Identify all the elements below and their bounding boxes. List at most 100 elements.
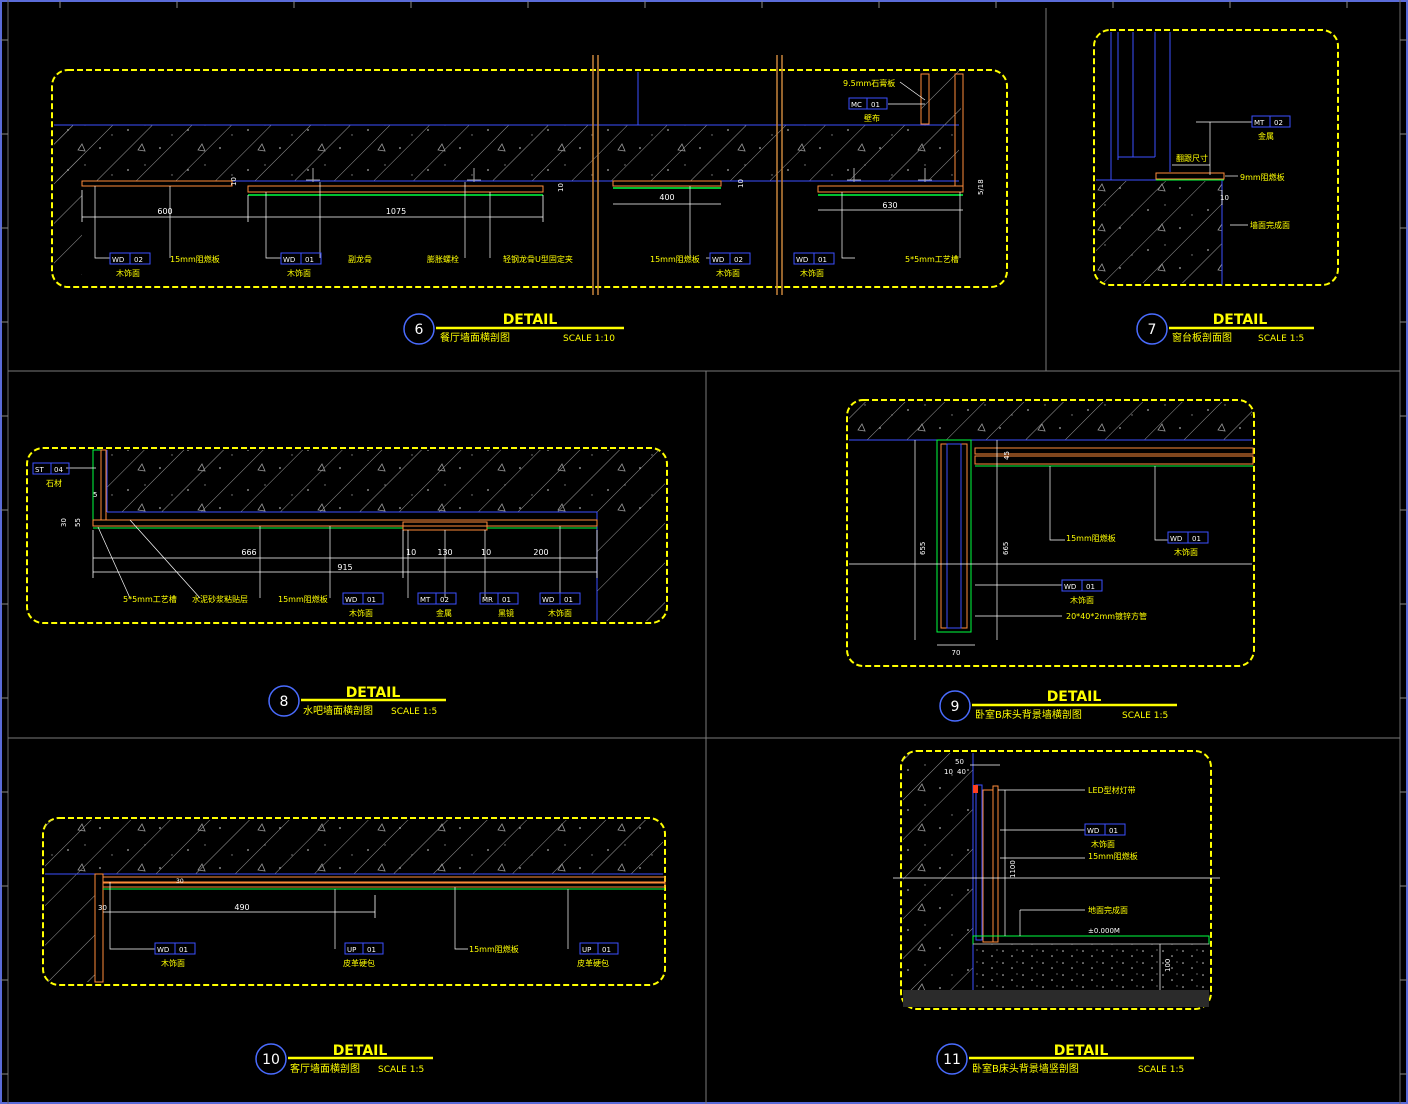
frame-ticks — [1, 1, 1407, 1075]
svg-text:WD: WD — [1087, 827, 1099, 835]
detail-number-circle — [403, 313, 435, 345]
tag-wd-01-b: WD 01 木饰面 — [539, 592, 581, 618]
svg-text:MR: MR — [482, 596, 493, 604]
detail-subtitle: 餐厅墙面横剖图 — [440, 331, 510, 344]
detail-number: 8 — [280, 694, 289, 710]
svg-text:ST: ST — [35, 466, 44, 474]
svg-text:WD: WD — [1064, 583, 1076, 591]
detail-scale: SCALE 1:5 — [391, 707, 437, 717]
svg-text:02: 02 — [134, 256, 143, 264]
svg-text:WD: WD — [1170, 535, 1182, 543]
svg-text:UP: UP — [347, 946, 356, 954]
svg-text:皮革硬包: 皮革硬包 — [577, 958, 609, 968]
tag-wd-02-a: WD 02 木饰面 — [109, 252, 151, 278]
dim-655: 655 — [919, 542, 927, 555]
svg-text:01: 01 — [871, 101, 880, 109]
annot-steel-tube: 20*40*2mm镀锌方管 — [1066, 611, 1147, 621]
dim-10-b: 10 — [557, 183, 565, 192]
detail-number: 7 — [1148, 322, 1157, 338]
svg-text:MC: MC — [851, 101, 862, 109]
svg-text:木饰面: 木饰面 — [1070, 595, 1094, 605]
panel-dividers — [8, 8, 1400, 1104]
detail-heading: DETAIL — [1047, 689, 1102, 705]
svg-text:WD: WD — [283, 256, 295, 264]
dim-915: 915 — [337, 563, 352, 572]
annot-keel: 副龙骨 — [348, 254, 372, 264]
svg-text:02: 02 — [734, 256, 743, 264]
tag-wd-01-b: WD 01 木饰面 — [1061, 579, 1103, 605]
annot-wall-finish: 墙面完成面 — [1250, 220, 1290, 230]
svg-text:UP: UP — [582, 946, 591, 954]
svg-text:04: 04 — [54, 466, 63, 474]
svg-text:01: 01 — [367, 596, 376, 604]
tag-up-01-b: UP 01 皮革硬包 — [577, 942, 619, 968]
dim-5: 5 — [93, 491, 97, 499]
dim-level: ±0.000M — [1088, 927, 1120, 935]
svg-text:壁布: 壁布 — [864, 113, 880, 123]
svg-text:金属: 金属 — [436, 608, 452, 618]
tag-wd-01-a: WD 01 木饰面 — [342, 592, 384, 618]
detail-heading: DETAIL — [1213, 312, 1268, 328]
detail-scale: SCALE 1:5 — [378, 1065, 424, 1075]
svg-text:木饰面: 木饰面 — [1174, 547, 1198, 557]
dim-30: 30 — [60, 518, 68, 527]
svg-text:黑镜: 黑镜 — [498, 608, 514, 618]
detail-heading: DETAIL — [346, 685, 401, 701]
detail-number: 11 — [943, 1052, 961, 1068]
annot-groove: 5*5mm工艺槽 — [123, 594, 177, 604]
svg-text:木饰面: 木饰面 — [116, 268, 140, 278]
dim-30-b: 30 — [176, 878, 184, 885]
dim-10-a: 10 — [406, 548, 416, 557]
tag-wd-02-b: WD 02 木饰面 — [709, 252, 751, 278]
dim-5-18: 5/18 — [977, 179, 985, 195]
detail-heading: DETAIL — [503, 312, 558, 328]
dim-10-d7: 10 — [1220, 194, 1229, 202]
detail-subtitle: 窗台板剖面图 — [1172, 331, 1232, 344]
dim-50: 50 — [955, 758, 964, 766]
annot-gypsum: 9.5mm石膏板 — [843, 78, 895, 88]
svg-text:金属: 金属 — [1258, 131, 1274, 141]
svg-text:WD: WD — [712, 256, 724, 264]
annot-15mm: 15mm阻燃板 — [278, 594, 328, 604]
annot-15mm: 15mm阻燃板 — [1088, 851, 1138, 861]
detail-number: 9 — [951, 699, 960, 715]
detail-11: 50 10 40 1100 100 ±0.000M LED型材灯带 WD 01 … — [893, 750, 1220, 1075]
annot-bolt: 膨胀螺栓 — [427, 254, 459, 264]
detail-8: 666 915 10 130 10 200 5 30 55 ST 04 石材 5… — [26, 447, 668, 717]
tag-mt-02: MT 02 金属 — [417, 592, 457, 618]
svg-text:WD: WD — [796, 256, 808, 264]
detail-9: 655 665 45 70 15mm阻燃板 WD 01 木饰面 WD 01 木饰… — [846, 399, 1255, 722]
detail-scale: SCALE 1:10 — [563, 334, 615, 344]
annot-9mm: 9mm阻燃板 — [1240, 172, 1285, 182]
svg-text:木饰面: 木饰面 — [716, 268, 740, 278]
svg-text:皮革硬包: 皮革硬包 — [343, 958, 375, 968]
svg-text:木饰面: 木饰面 — [161, 958, 185, 968]
annot-floor-finish: 地面完成面 — [1088, 905, 1128, 915]
annot-mortar: 水泥砂浆粘贴层 — [192, 594, 248, 604]
svg-text:01: 01 — [564, 596, 573, 604]
dim-665: 665 — [1002, 542, 1010, 555]
svg-text:WD: WD — [112, 256, 124, 264]
svg-text:01: 01 — [305, 256, 314, 264]
dim-490: 490 — [234, 903, 249, 912]
annot-led: LED型材灯带 — [1088, 785, 1136, 795]
dim-630: 630 — [882, 201, 897, 210]
tag-wd-01: WD 01 木饰面 — [154, 942, 196, 968]
svg-text:MT: MT — [420, 596, 431, 604]
detail-number: 10 — [262, 1052, 280, 1068]
svg-text:01: 01 — [818, 256, 827, 264]
dim-10-b: 10 — [481, 548, 491, 557]
annot-15mm-a: 15mm阻燃板 — [170, 254, 220, 264]
dim-40: 40 — [957, 768, 966, 776]
dim-70: 70 — [952, 649, 961, 657]
svg-text:WD: WD — [542, 596, 554, 604]
svg-text:木饰面: 木饰面 — [548, 608, 572, 618]
tag-wd-01: WD 01 木饰面 — [1084, 823, 1126, 849]
detail-scale: SCALE 1:5 — [1258, 334, 1304, 344]
detail-heading: DETAIL — [1054, 1043, 1109, 1059]
svg-text:01: 01 — [367, 946, 376, 954]
dim-1100: 1100 — [1009, 860, 1017, 878]
dim-400: 400 — [659, 193, 674, 202]
